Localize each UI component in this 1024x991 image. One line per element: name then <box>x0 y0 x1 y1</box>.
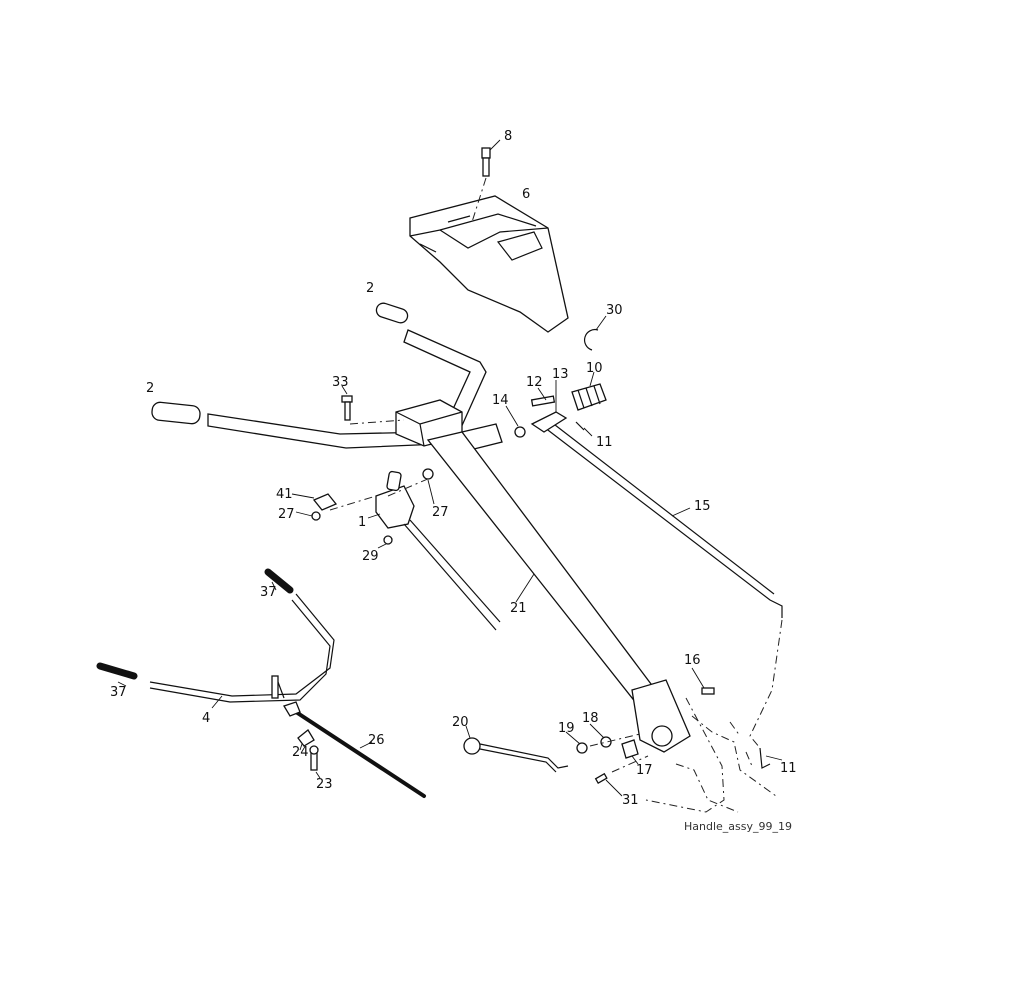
label-10: 10 <box>586 361 603 376</box>
label-14: 14 <box>492 393 509 408</box>
bolt-part-33 <box>341 385 353 421</box>
label-19: 19 <box>558 721 575 736</box>
label-2-left: 2 <box>146 381 154 396</box>
label-18: 18 <box>582 711 599 726</box>
diagram-reference-label: Handle_assy_99_19 <box>684 820 792 833</box>
label-11-top: 11 <box>596 435 613 450</box>
label-30: 30 <box>606 303 623 318</box>
label-17: 17 <box>636 763 653 778</box>
label-2-right: 2 <box>366 281 374 296</box>
main-tube-part-21 <box>426 431 691 753</box>
bail-part-4 <box>96 568 335 709</box>
label-26: 26 <box>368 733 385 748</box>
label-27-left: 27 <box>278 507 295 522</box>
lever-parts-12-13-10-14-11 <box>505 371 607 438</box>
handlebar <box>151 302 487 449</box>
label-20: 20 <box>452 715 469 730</box>
label-31: 31 <box>622 793 639 808</box>
clip-part-30 <box>583 315 607 351</box>
label-37-top: 37 <box>260 585 277 600</box>
label-15: 15 <box>694 499 711 514</box>
bolt-part-8 <box>481 139 501 177</box>
label-37-left: 37 <box>110 685 127 700</box>
console-cover-part-6 <box>409 195 569 333</box>
label-33: 33 <box>332 375 349 390</box>
label-41: 41 <box>276 487 293 502</box>
rod-part-26 <box>283 701 426 798</box>
shift-lever-part-20 <box>463 725 569 773</box>
label-13: 13 <box>552 367 569 382</box>
label-1: 1 <box>358 515 366 530</box>
label-29: 29 <box>362 549 379 564</box>
label-12: 12 <box>526 375 543 390</box>
part-labels: 8 6 2 30 2 33 12 13 10 14 11 41 27 27 1 … <box>110 129 797 808</box>
rod-part-15 <box>539 417 783 618</box>
label-27-right: 27 <box>432 505 449 520</box>
label-16: 16 <box>684 653 701 668</box>
lower-hardware <box>565 667 783 813</box>
label-24: 24 <box>292 745 309 760</box>
label-21: 21 <box>510 601 527 616</box>
label-23: 23 <box>316 777 333 792</box>
label-11-bottom: 11 <box>780 761 797 776</box>
label-6: 6 <box>522 187 530 202</box>
label-4: 4 <box>202 711 210 726</box>
label-8: 8 <box>504 129 512 144</box>
control-bracket-part-1 <box>291 468 501 631</box>
